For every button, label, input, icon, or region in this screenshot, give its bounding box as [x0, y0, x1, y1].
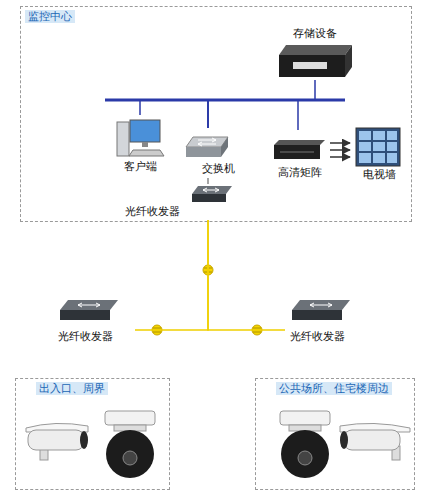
transceiver-node: 光纤收发器: [55, 296, 135, 344]
storage-side: [345, 45, 352, 77]
tv-wall-screens: [359, 131, 397, 163]
matrix-detail: [280, 152, 314, 153]
connector: [207, 178, 209, 184]
transceiver-top: [292, 300, 350, 310]
node-label: 光纤收发器: [58, 330, 113, 343]
video-arrow: [330, 142, 350, 144]
camera-zone: 出入口、周界: [15, 378, 170, 490]
storage-front: [279, 55, 345, 77]
connector: [135, 220, 208, 330]
switch-arrows: [198, 138, 216, 146]
transceiver-arrows: [310, 303, 332, 307]
fiber-circle: [152, 325, 162, 335]
pc-tower: [117, 122, 129, 156]
zone-heading: 监控中心: [25, 10, 75, 23]
tv-screen: [387, 131, 397, 140]
matrix-top: [274, 140, 325, 145]
dome-lens: [298, 451, 312, 465]
zone-heading: 公共场所、住宅楼周边: [276, 382, 392, 395]
tv-screen: [359, 153, 371, 163]
dome-sphere: [106, 430, 154, 478]
switch-node: 交换机: [180, 128, 242, 178]
fiber-stripes: [153, 328, 161, 332]
transceiver-top: [60, 300, 118, 310]
dome-base: [280, 411, 330, 425]
matrix-front: [274, 145, 320, 159]
storage-node: 存储设备: [270, 25, 360, 80]
monitor-center-zone: 监控中心存储设备客户端 交换机 高清矩阵 电视墙光纤收发器: [20, 6, 412, 222]
tv-wall-node: 电视墙: [350, 124, 408, 182]
storage-top: [279, 45, 352, 55]
switch-side: [221, 137, 228, 157]
tv-screen: [359, 142, 371, 151]
tv-screen: [387, 142, 397, 151]
camera-body: [28, 430, 84, 450]
dome-sphere: [281, 430, 329, 478]
tv-wall-frame: [356, 128, 400, 166]
node-label: 电视墙: [363, 168, 396, 181]
dome-lens: [123, 451, 137, 465]
dome-base: [105, 411, 155, 425]
transceiver-arrows: [203, 188, 219, 192]
matrix-node: 高清矩阵: [270, 130, 330, 180]
network-bus: [105, 99, 345, 102]
node-label: 客户端: [124, 160, 157, 173]
fiber-marker: [152, 325, 162, 335]
fiber-circle: [252, 325, 262, 335]
node-label: 存储设备: [293, 27, 337, 40]
node-label: 光纤收发器: [125, 205, 180, 218]
switch-top: [186, 137, 228, 147]
node-label: 高清矩阵: [278, 166, 322, 179]
tv-screen: [373, 131, 385, 140]
node-label: 光纤收发器: [290, 330, 345, 343]
pc-monitor: [130, 120, 160, 142]
fiber-marker: [203, 265, 213, 275]
transceiver-node: 光纤收发器: [125, 184, 235, 220]
connector: [208, 80, 315, 128]
transceiver-front: [60, 310, 110, 320]
pc-stand: [142, 142, 148, 147]
transceiver-front: [292, 310, 342, 320]
transceiver-front: [192, 194, 226, 202]
connector: [208, 220, 285, 330]
camera-lens: [80, 431, 88, 449]
zone-heading: 出入口、周界: [36, 382, 108, 395]
node-label: 交换机: [202, 162, 235, 175]
transceiver-top: [192, 186, 232, 194]
storage-slot: [293, 62, 327, 69]
video-arrow: [330, 156, 350, 158]
camera-lens: [340, 431, 348, 449]
fiber-stripes: [253, 328, 261, 332]
transceiver-arrows: [78, 303, 100, 307]
connector: [208, 100, 298, 130]
camera-zone: 公共场所、住宅楼周边: [255, 378, 415, 490]
fiber-circle: [203, 265, 213, 275]
client-node: 客户端: [115, 115, 165, 175]
switch-front: [186, 147, 221, 157]
tv-screen: [373, 142, 385, 151]
fiber-marker: [252, 325, 262, 335]
transceiver-node: 光纤收发器: [285, 296, 360, 344]
tv-screen: [387, 153, 397, 163]
connector: [140, 100, 208, 128]
fiber-stripes: [204, 268, 212, 272]
tv-screen: [359, 131, 371, 140]
camera-body: [344, 430, 400, 450]
connector: [330, 149, 350, 151]
tv-screen: [373, 153, 385, 163]
pc-keyboard: [129, 150, 164, 156]
